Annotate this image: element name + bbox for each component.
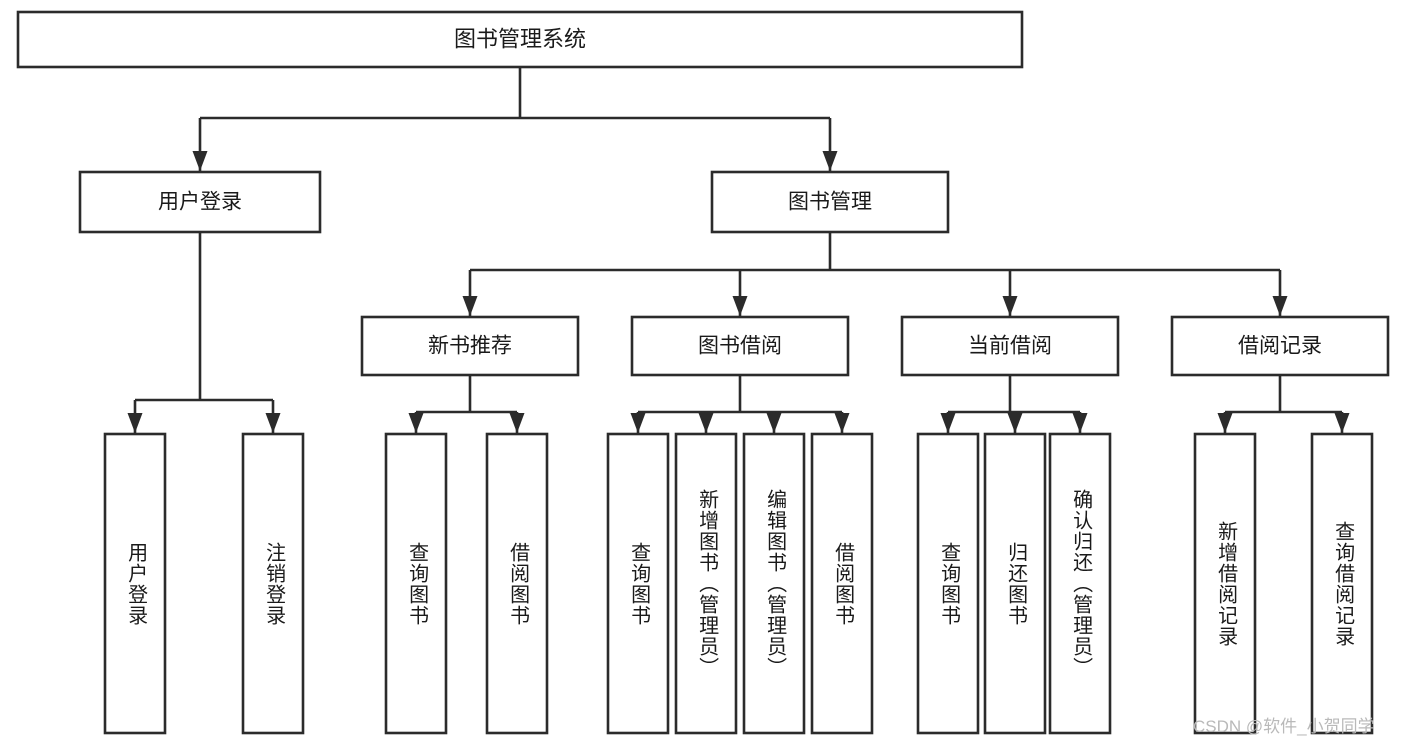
node-label-current-borrow: 当前借阅 (968, 335, 1052, 358)
node-label-book-manage: 图书管理 (788, 191, 872, 214)
arrow-user-login-to-leaf-user-login (127, 413, 143, 433)
node-label-book-borrow: 图书借阅 (698, 335, 782, 358)
node-box-leaf-borrow-book-2[interactable] (810, 432, 874, 735)
arrow-book-borrow-to-leaf-query-book-2 (630, 413, 646, 433)
box-layer (16, 10, 1390, 735)
node-box-leaf-edit-book[interactable] (742, 432, 806, 735)
node-label-root: 图书管理系统 (454, 26, 586, 51)
arrow-current-borrow-to-leaf-confirm-return (1072, 413, 1088, 433)
node-box-user-login[interactable] (78, 170, 322, 234)
node-box-book-manage[interactable] (710, 170, 950, 234)
arrow-current-borrow-to-leaf-return-book (1007, 413, 1023, 433)
csdn-watermark: CSDN @软件_小贺同学 (1193, 717, 1375, 736)
arrow-user-login-to-leaf-user-logout (265, 413, 281, 433)
node-box-leaf-query-book-2[interactable] (606, 432, 670, 735)
arrow-new-book-rec-to-leaf-query-book-1 (408, 413, 424, 433)
arrow-book-borrow-to-leaf-add-book (698, 413, 714, 433)
node-box-leaf-return-book[interactable] (983, 432, 1047, 735)
node-box-leaf-add-book[interactable] (674, 432, 738, 735)
node-box-leaf-borrow-book-1[interactable] (485, 432, 549, 735)
arrow-bookmanage-to-book-borrow (732, 296, 748, 316)
arrow-book-borrow-to-leaf-edit-book (766, 413, 782, 433)
arrow-bookmanage-to-new-book-rec (462, 296, 478, 316)
connector-layer (127, 67, 1350, 433)
arrow-new-book-rec-to-leaf-borrow-book-1 (509, 413, 525, 433)
arrow-root-to-user-login (192, 151, 208, 171)
node-box-leaf-query-record[interactable] (1310, 432, 1374, 735)
node-box-leaf-query-book-1[interactable] (384, 432, 448, 735)
node-box-leaf-confirm-return[interactable] (1048, 432, 1112, 735)
arrow-root-to-book-manage (822, 151, 838, 171)
node-box-book-borrow[interactable] (630, 315, 850, 377)
node-box-new-book-rec[interactable] (360, 315, 580, 377)
node-box-leaf-user-logout[interactable] (241, 432, 305, 735)
node-box-current-borrow[interactable] (900, 315, 1120, 377)
arrow-current-borrow-to-leaf-query-book-3 (940, 413, 956, 433)
node-label-borrow-record: 借阅记录 (1238, 335, 1322, 358)
node-box-root[interactable] (16, 10, 1024, 69)
node-box-leaf-user-login[interactable] (103, 432, 167, 735)
arrow-bookmanage-to-current-borrow (1002, 296, 1018, 316)
arrow-book-borrow-to-leaf-borrow-book-2 (834, 413, 850, 433)
node-label-user-login: 用户登录 (158, 191, 242, 214)
node-label-new-book-rec: 新书推荐 (428, 335, 512, 358)
node-box-leaf-query-book-3[interactable] (916, 432, 980, 735)
arrow-borrow-record-to-leaf-query-record (1334, 413, 1350, 433)
arrow-bookmanage-to-borrow-record (1272, 296, 1288, 316)
node-box-borrow-record[interactable] (1170, 315, 1390, 377)
arrow-borrow-record-to-leaf-add-record (1217, 413, 1233, 433)
node-box-leaf-add-record[interactable] (1193, 432, 1257, 735)
